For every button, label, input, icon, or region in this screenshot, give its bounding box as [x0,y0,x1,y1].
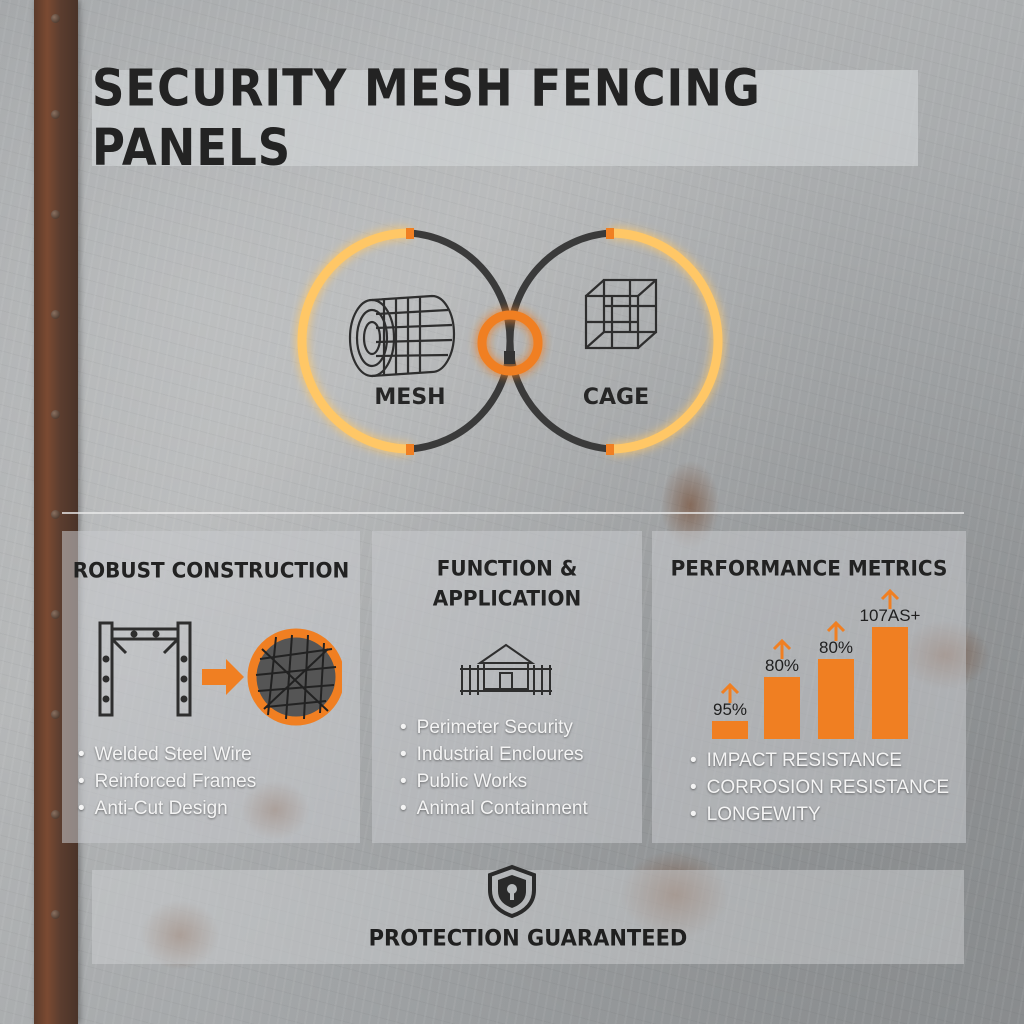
right-loop-dark-arc [506,229,611,342]
metrics-chart: 95% 80% 80% 107AS+ [712,588,921,739]
wire-cage-icon [584,278,658,350]
up-arrow-icon [720,682,740,703]
function-panel: FUNCTION & APPLICATION Perimeter Securit… [372,531,642,843]
center-node [504,351,515,364]
rivet [51,710,60,719]
list-item: Reinforced Frames [78,768,257,795]
left-loop-glow-arc [297,228,411,454]
metric-bar-3 [818,659,854,739]
construction-list: Welded Steel Wire Reinforced Frames Anti… [78,741,257,822]
rivet [51,510,60,519]
construction-illustration [98,621,342,726]
rivet [51,410,60,419]
shield-lock-icon [488,864,536,918]
construction-title: ROBUST CONSTRUCTION [72,557,350,583]
rivet [51,14,60,23]
performance-panel: PERFORMANCE METRICS 95% 80% 80% 107AS+ IMPA… [652,531,966,843]
steel-frame-icon [98,621,192,717]
arc-cap [606,228,614,239]
arc-cap [406,228,414,239]
metric-bar-1 [712,721,748,739]
hero-right-label: CAGE [583,385,649,410]
rivet [51,110,60,119]
rivet [51,610,60,619]
list-item: Welded Steel Wire [78,741,256,768]
arc-cap [606,444,614,455]
metric-bar-label-1: 95% [713,700,747,719]
metric-bar-label-2: 80% [765,656,799,675]
construction-panel: ROBUST CONSTRUCTION [62,531,360,843]
left-loop-dark-arc [409,229,514,342]
up-arrow-icon [826,620,846,641]
list-item: Industrial Encloures [400,741,588,768]
metric-bar-label-3: 80% [819,638,853,657]
list-item: CORROSION RESISTANCE [690,774,949,801]
section-divider [62,512,964,514]
fenced-building-icon [460,643,552,695]
rivet [51,910,60,919]
list-item: Animal Containment [400,795,588,822]
mesh-roll-icon [348,294,456,378]
rivet [51,810,60,819]
list-item: IMPACT RESISTANCE [690,747,949,774]
rivet [51,310,60,319]
infinity-graphic: MESH CAGE [297,228,723,455]
arrow-right-icon [202,659,244,695]
center-ring [477,310,543,376]
function-title-line2: APPLICATION [432,585,582,611]
performance-list: IMPACT RESISTANCE CORROSION RESISTANCE L… [690,747,949,828]
function-list: Perimeter Security Industrial Encloures … [400,714,588,822]
hero-left-label: MESH [374,385,445,410]
right-loop-glow-arc [609,228,723,454]
up-arrow-icon [880,588,900,609]
metric-bar-label-4: 107AS+ [860,606,921,625]
list-item: Public Works [400,768,588,795]
rivet [51,210,60,219]
metric-bar-2 [764,677,800,739]
title-band: SECURITY MESH FENCING PANELS [92,59,918,177]
up-arrow-icon [772,638,792,659]
metric-bar-4 [872,627,908,739]
mesh-circle-icon [247,628,342,726]
list-item: Perimeter Security [400,714,588,741]
list-item: Anti-Cut Design [78,795,256,822]
footer-band: PROTECTION GUARANTEED [92,870,964,964]
page-title: SECURITY MESH FENCING PANELS [92,58,761,178]
list-item: LONGEWITY [690,801,949,828]
arc-cap [406,444,414,455]
footer-text: PROTECTION GUARANTEED [368,925,688,951]
function-title-line1: FUNCTION & [436,555,578,581]
performance-title: PERFORMANCE METRICS [670,555,948,581]
